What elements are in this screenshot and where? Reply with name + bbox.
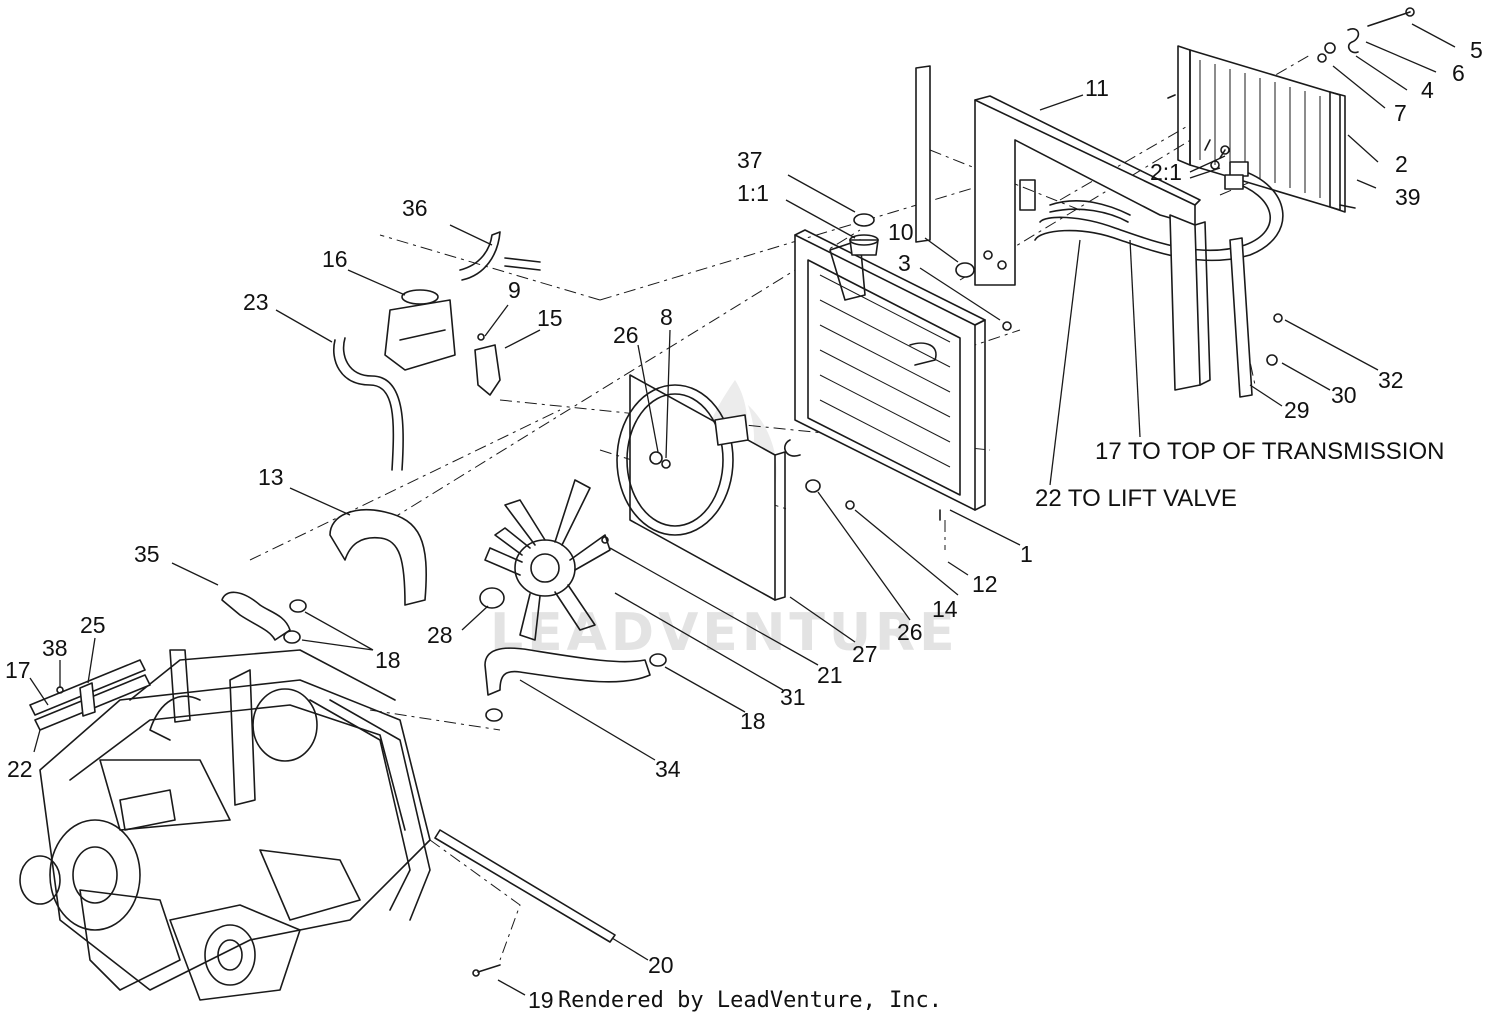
callout-27: 27 — [852, 641, 878, 667]
callout-20: 20 — [648, 952, 674, 978]
callout-38: 38 — [42, 635, 68, 661]
radiator — [784, 229, 986, 521]
lower-radiator-hose — [484, 647, 667, 722]
bypass-hose — [221, 591, 307, 644]
routing-notes: 17 TO TOP OF TRANSMISSION 22 TO LIFT VAL… — [1035, 239, 1444, 512]
callout-31: 31 — [780, 684, 806, 710]
callout-28: 28 — [427, 622, 453, 648]
cooler-mounting-hardware — [1317, 7, 1415, 63]
callout-5: 5 — [1470, 37, 1483, 63]
callout-29: 29 — [1284, 397, 1310, 423]
callout-12: 12 — [972, 571, 998, 597]
bottom-plate — [434, 829, 616, 977]
callout-22: 22 — [7, 756, 33, 782]
callout-1-1: 1:1 — [737, 180, 769, 206]
callout-7: 7 — [1394, 100, 1407, 126]
callout-32: 32 — [1378, 367, 1404, 393]
callout-6: 6 — [1452, 60, 1465, 86]
engine-and-frame — [19, 649, 431, 1001]
callout-30: 30 — [1331, 382, 1357, 408]
callout-37: 37 — [737, 147, 763, 173]
callout-2: 2 — [1395, 151, 1408, 177]
seal-strips — [915, 65, 1253, 398]
callout-23: 23 — [243, 289, 269, 315]
leader-lines — [29, 23, 1456, 996]
callout-8: 8 — [660, 304, 673, 330]
callout-labels: 5 6 4 7 2 39 2:1 11 37 1:1 10 3 36 16 9 … — [5, 37, 1483, 1013]
support-frame — [974, 95, 1211, 391]
callout-16: 16 — [322, 246, 348, 272]
radiator-cap — [849, 213, 879, 256]
oil-cooler — [1167, 45, 1356, 213]
cooling-fan — [479, 479, 611, 641]
engine-hydraulic-lines — [29, 659, 151, 731]
callout-13: 13 — [258, 464, 284, 490]
callout-34: 34 — [655, 756, 681, 782]
callout-10: 10 — [888, 219, 914, 245]
callout-21: 21 — [817, 662, 843, 688]
callout-35: 35 — [134, 541, 160, 567]
callout-25: 25 — [80, 612, 106, 638]
callout-1: 1 — [1020, 541, 1033, 567]
callout-4: 4 — [1421, 77, 1434, 103]
callout-39: 39 — [1395, 184, 1421, 210]
note-top-of-transmission: 17 TO TOP OF TRANSMISSION — [1095, 438, 1444, 465]
callout-36: 36 — [402, 195, 428, 221]
callout-15: 15 — [537, 305, 563, 331]
callout-18-right: 18 — [740, 708, 766, 734]
callout-19: 19 — [528, 987, 554, 1013]
radiator-hardware — [805, 479, 855, 510]
render-credit-footer: Rendered by LeadVenture, Inc. — [557, 988, 943, 1013]
callout-9: 9 — [508, 277, 521, 303]
callout-11: 11 — [1085, 75, 1109, 101]
callout-17: 17 — [5, 657, 31, 683]
coolant-reservoir — [333, 231, 541, 471]
callout-18-left: 18 — [375, 647, 401, 673]
callout-14: 14 — [932, 596, 958, 622]
callout-26-lower: 26 — [897, 619, 923, 645]
callout-2-1: 2:1 — [1150, 159, 1182, 185]
callout-26-upper: 26 — [613, 322, 639, 348]
upper-radiator-hose — [329, 508, 427, 606]
watermark-text: LEADVENTURE — [490, 603, 959, 663]
note-lift-valve: 22 TO LIFT VALVE — [1035, 485, 1237, 512]
small-fasteners — [955, 262, 1283, 366]
callout-3: 3 — [898, 250, 911, 276]
